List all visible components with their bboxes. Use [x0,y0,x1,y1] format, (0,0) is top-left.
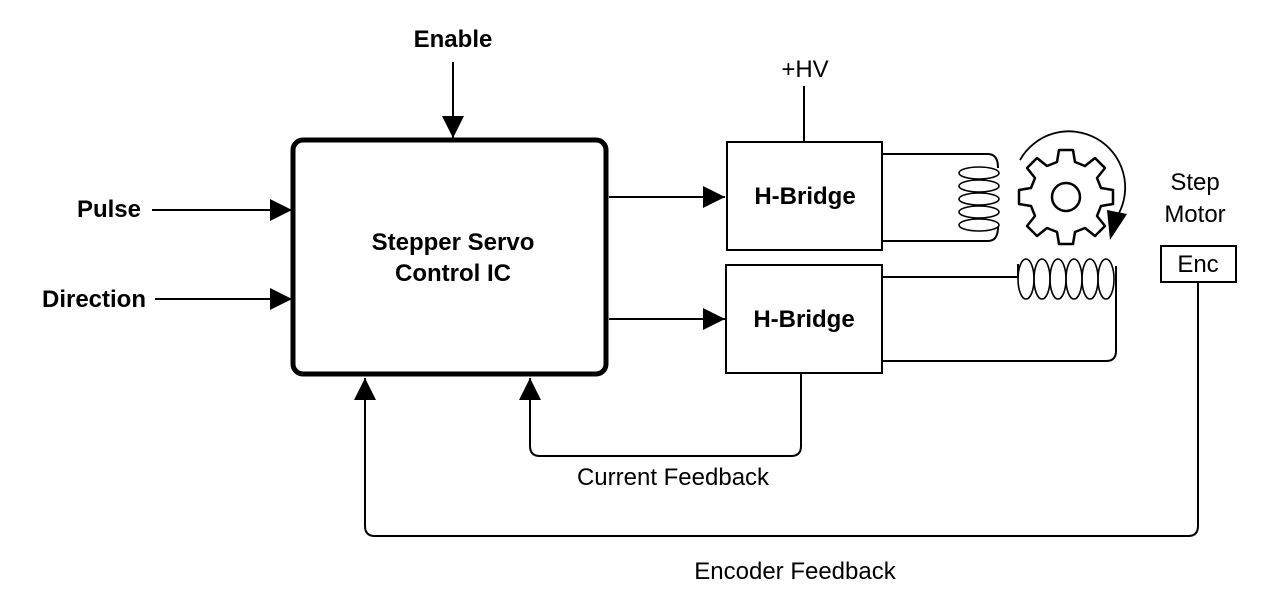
direction-label: Direction [42,286,146,313]
winding-a-coil [958,166,1000,232]
encoder-box [1160,245,1237,283]
winding-b-wire-top [882,264,1019,278]
controller-block [290,137,609,377]
current-feedback-label: Current Feedback [577,464,770,491]
rotor-gear-icon [1017,148,1115,246]
supply-label: +HV [781,56,828,83]
controller-label-line1: Stepper Servo [372,229,535,256]
motor-label-line1: Step [1170,169,1219,196]
enable-label: Enable [414,26,493,53]
current-feedback-path [519,373,802,457]
encoder-feedback-path [354,282,1199,537]
encoder-label: Enc [1177,251,1218,278]
rotation-arrowhead-icon [1107,210,1127,240]
pulse-label: Pulse [77,196,141,223]
winding-a-wire-bottom [882,226,999,242]
motor-label-line2: Motor [1164,201,1225,228]
encoder-feedback-label: Encoder Feedback [694,558,896,585]
winding-b-coil [1017,258,1115,300]
h-bridge-bottom [725,264,883,374]
controller-label-line2: Control IC [395,260,511,287]
h-bridge-top [726,141,883,251]
h-bridge-bottom-label: H-Bridge [753,306,854,333]
winding-a-wire-top [882,153,999,169]
h-bridge-top-label: H-Bridge [754,183,855,210]
rotation-arc [1019,130,1127,216]
winding-b-wire-bottom [882,266,1117,362]
